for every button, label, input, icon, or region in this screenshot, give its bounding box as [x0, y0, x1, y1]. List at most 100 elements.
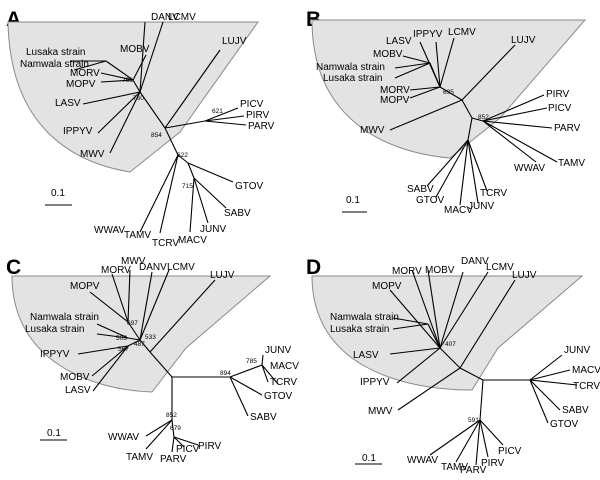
- taxon-label: IPPYV: [63, 126, 93, 137]
- taxon-label: TAMV: [441, 462, 468, 473]
- taxon-label: Lusaka strain: [26, 47, 85, 58]
- bootstrap-value: 679: [170, 425, 181, 432]
- taxon-label: PARV: [554, 123, 581, 134]
- taxon-label: JUNV: [468, 201, 494, 212]
- taxon-label: MOPV: [66, 79, 96, 90]
- taxon-label: TCRV: [573, 381, 600, 392]
- taxon-label: LUJV: [222, 36, 247, 47]
- tree-branches: [77, 269, 279, 453]
- taxon-label: JUNV: [564, 345, 590, 356]
- taxon-label: Namwala strain: [330, 312, 399, 323]
- taxon-label: TAMV: [126, 452, 153, 463]
- taxon-label: PIRV: [546, 89, 569, 100]
- tree-branches: [389, 37, 558, 206]
- bootstrap-value: 622: [177, 152, 188, 159]
- bootstrap-value: 852: [166, 412, 177, 419]
- taxon-label: PIRV: [481, 458, 504, 469]
- bootstrap-value: 852: [478, 114, 489, 121]
- taxon-label: MOBV: [120, 44, 150, 55]
- taxon-label: Namwala strain: [20, 59, 89, 70]
- panel-c: C: [6, 256, 299, 465]
- taxon-label: LASV: [55, 98, 81, 109]
- taxon-label: DANV: [139, 262, 167, 273]
- taxon-label: PICV: [176, 444, 200, 455]
- taxon-label: Namwala strain: [30, 312, 99, 323]
- taxon-label: JUNV: [265, 345, 291, 356]
- taxon-label: MACV: [572, 365, 600, 376]
- taxon-label: LASV: [386, 36, 412, 47]
- bootstrap-value: 854: [151, 132, 162, 139]
- taxon-label: JUNV: [200, 224, 226, 235]
- taxon-label: DANV: [151, 12, 179, 23]
- taxon-label: GTOV: [264, 391, 292, 402]
- taxon-label: MOBV: [373, 49, 403, 60]
- tree-branches: [70, 21, 247, 234]
- bootstrap-value: 591: [468, 417, 479, 424]
- bootstrap-value: 785: [246, 358, 257, 365]
- taxon-label: IPPYV: [413, 29, 443, 40]
- taxon-label: MORV: [70, 68, 100, 79]
- taxon-label: MORV: [392, 266, 422, 277]
- taxon-label: IPPYV: [40, 349, 70, 360]
- taxon-label: MWV: [80, 149, 105, 160]
- tree-branches: [389, 269, 578, 466]
- taxon-label: TAMV: [558, 158, 585, 169]
- panel-letter: D: [306, 256, 321, 279]
- taxon-label: MOPV: [380, 95, 410, 106]
- taxon-label: TAMV: [124, 230, 151, 241]
- taxon-label: MOBV: [425, 265, 455, 276]
- taxon-label: MOBV: [60, 372, 90, 383]
- old-world-clade-shading: [311, 275, 584, 391]
- taxon-label: LCMV: [168, 12, 196, 23]
- bootstrap-value: 533: [145, 334, 156, 341]
- taxon-label: MACV: [444, 205, 473, 216]
- taxon-label: LUJV: [511, 35, 536, 46]
- taxon-label: LCMV: [167, 262, 195, 273]
- bootstrap-value: 487: [134, 341, 145, 348]
- taxon-label: SABV: [407, 184, 434, 195]
- taxon-label: MWV: [121, 256, 146, 267]
- taxon-label: LCMV: [486, 262, 514, 273]
- bootstrap-value: 503: [116, 335, 127, 342]
- taxon-label: PICV: [498, 446, 522, 457]
- taxon-label: PICV: [240, 99, 264, 110]
- bootstrap-value: 715: [182, 183, 193, 190]
- taxon-label: MOPV: [372, 281, 402, 292]
- taxon-label: Lusaka strain: [323, 73, 382, 84]
- taxon-label: TCRV: [152, 238, 179, 249]
- taxon-label: MWV: [360, 125, 385, 136]
- taxon-label: LUJV: [210, 270, 235, 281]
- bootstrap-value: 621: [212, 108, 223, 115]
- taxon-label: SABV: [224, 208, 251, 219]
- old-world-clade-shading: [7, 21, 259, 173]
- taxon-label: LASV: [353, 350, 379, 361]
- taxon-label: PARV: [460, 465, 487, 476]
- taxon-label: Lusaka strain: [330, 324, 389, 335]
- taxon-label: LASV: [65, 385, 91, 396]
- bootstrap-value: 407: [445, 341, 456, 348]
- taxon-label: PICV: [548, 103, 572, 114]
- taxon-label: PARV: [160, 454, 187, 465]
- taxon-label: MORV: [380, 85, 410, 96]
- bootstrap-value: 697: [127, 320, 138, 327]
- taxon-label: LUJV: [512, 270, 537, 281]
- taxon-label: WWAV: [94, 225, 125, 236]
- taxon-label: Lusaka strain: [25, 324, 84, 335]
- taxon-label: MWV: [368, 406, 393, 417]
- taxon-label: GTOV: [416, 195, 444, 206]
- panel-b: B LASV: [306, 8, 587, 216]
- bootstrap-value: 567: [118, 346, 129, 353]
- taxon-label: PIRV: [198, 441, 221, 452]
- taxon-label: GTOV: [550, 419, 578, 430]
- bootstrap-value: 894: [220, 370, 231, 377]
- taxon-label: PIRV: [246, 110, 269, 121]
- bootstrap-value: 695: [443, 89, 454, 96]
- taxon-label: LCMV: [448, 27, 476, 38]
- panel-d: D: [306, 256, 600, 476]
- taxon-label: MACV: [178, 235, 207, 246]
- taxon-label: SABV: [562, 405, 589, 416]
- taxon-label: WWAV: [407, 455, 438, 466]
- old-world-clade-shading: [311, 19, 587, 159]
- bootstrap-value: 761: [122, 77, 133, 84]
- scale-bar-label: 0.1: [346, 195, 360, 206]
